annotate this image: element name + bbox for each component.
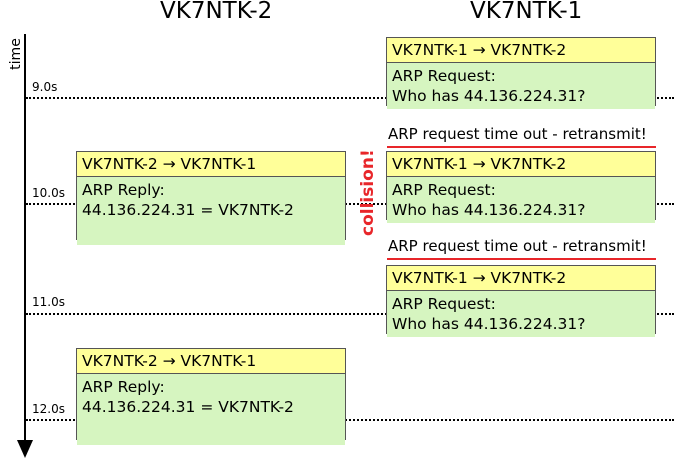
packet-type: ARP Request: — [392, 67, 496, 85]
timeline-9s — [26, 97, 674, 99]
packet-header: VK7NTK-1 → VK7NTK-2 — [387, 152, 655, 177]
packet-arp-request-3: VK7NTK-1 → VK7NTK-2 ARP Request: Who has… — [386, 265, 656, 337]
packet-type: ARP Reply: — [82, 181, 165, 199]
packet-content: Who has 44.136.224.31? — [392, 201, 586, 219]
packet-arp-reply-1: VK7NTK-2 → VK7NTK-1 ARP Reply: 44.136.22… — [76, 151, 346, 245]
packet-content: Who has 44.136.224.31? — [392, 315, 586, 333]
packet-body: ARP Request: Who has 44.136.224.31? — [387, 177, 655, 223]
packet-type: ARP Reply: — [82, 378, 165, 396]
packet-arp-request-2: VK7NTK-1 → VK7NTK-2 ARP Request: Who has… — [386, 151, 656, 223]
time-axis-label: time — [8, 38, 24, 70]
timeout-note-underline-1 — [387, 146, 656, 148]
timeline-10s — [26, 203, 674, 205]
tick-label-10s: 10.0s — [32, 186, 65, 200]
time-axis-arrowhead — [17, 440, 33, 458]
packet-body: ARP Reply: 44.136.224.31 = VK7NTK-2 — [77, 177, 345, 245]
tick-label-11s: 11.0s — [32, 295, 65, 309]
timeline-12s — [26, 419, 674, 421]
packet-header: VK7NTK-1 → VK7NTK-2 — [387, 266, 655, 291]
packet-body: ARP Reply: 44.136.224.31 = VK7NTK-2 — [77, 374, 345, 445]
timeout-note-2: ARP request time out - retransmit! — [388, 237, 647, 255]
packet-header: VK7NTK-2 → VK7NTK-1 — [77, 349, 345, 374]
time-axis — [24, 34, 26, 442]
timeline-11s — [26, 313, 674, 315]
packet-content: 44.136.224.31 = VK7NTK-2 — [82, 201, 294, 219]
node-title-vk7ntk-2: VK7NTK-2 — [160, 0, 273, 24]
collision-label: collision! — [358, 149, 378, 236]
packet-header: VK7NTK-1 → VK7NTK-2 — [387, 38, 655, 63]
node-title-vk7ntk-1: VK7NTK-1 — [470, 0, 583, 24]
packet-arp-reply-2: VK7NTK-2 → VK7NTK-1 ARP Reply: 44.136.22… — [76, 348, 346, 445]
timeout-note-1: ARP request time out - retransmit! — [388, 125, 647, 143]
packet-body: ARP Request: Who has 44.136.224.31? — [387, 291, 655, 337]
packet-arp-request-1: VK7NTK-1 → VK7NTK-2 ARP Request: Who has… — [386, 37, 656, 109]
tick-label-12s: 12.0s — [32, 402, 65, 416]
packet-type: ARP Request: — [392, 181, 496, 199]
packet-content: 44.136.224.31 = VK7NTK-2 — [82, 398, 294, 416]
timeout-note-underline-2 — [387, 258, 656, 260]
packet-type: ARP Request: — [392, 295, 496, 313]
packet-header: VK7NTK-2 → VK7NTK-1 — [77, 152, 345, 177]
packet-content: Who has 44.136.224.31? — [392, 87, 586, 105]
packet-body: ARP Request: Who has 44.136.224.31? — [387, 63, 655, 109]
tick-label-9s: 9.0s — [32, 80, 58, 94]
